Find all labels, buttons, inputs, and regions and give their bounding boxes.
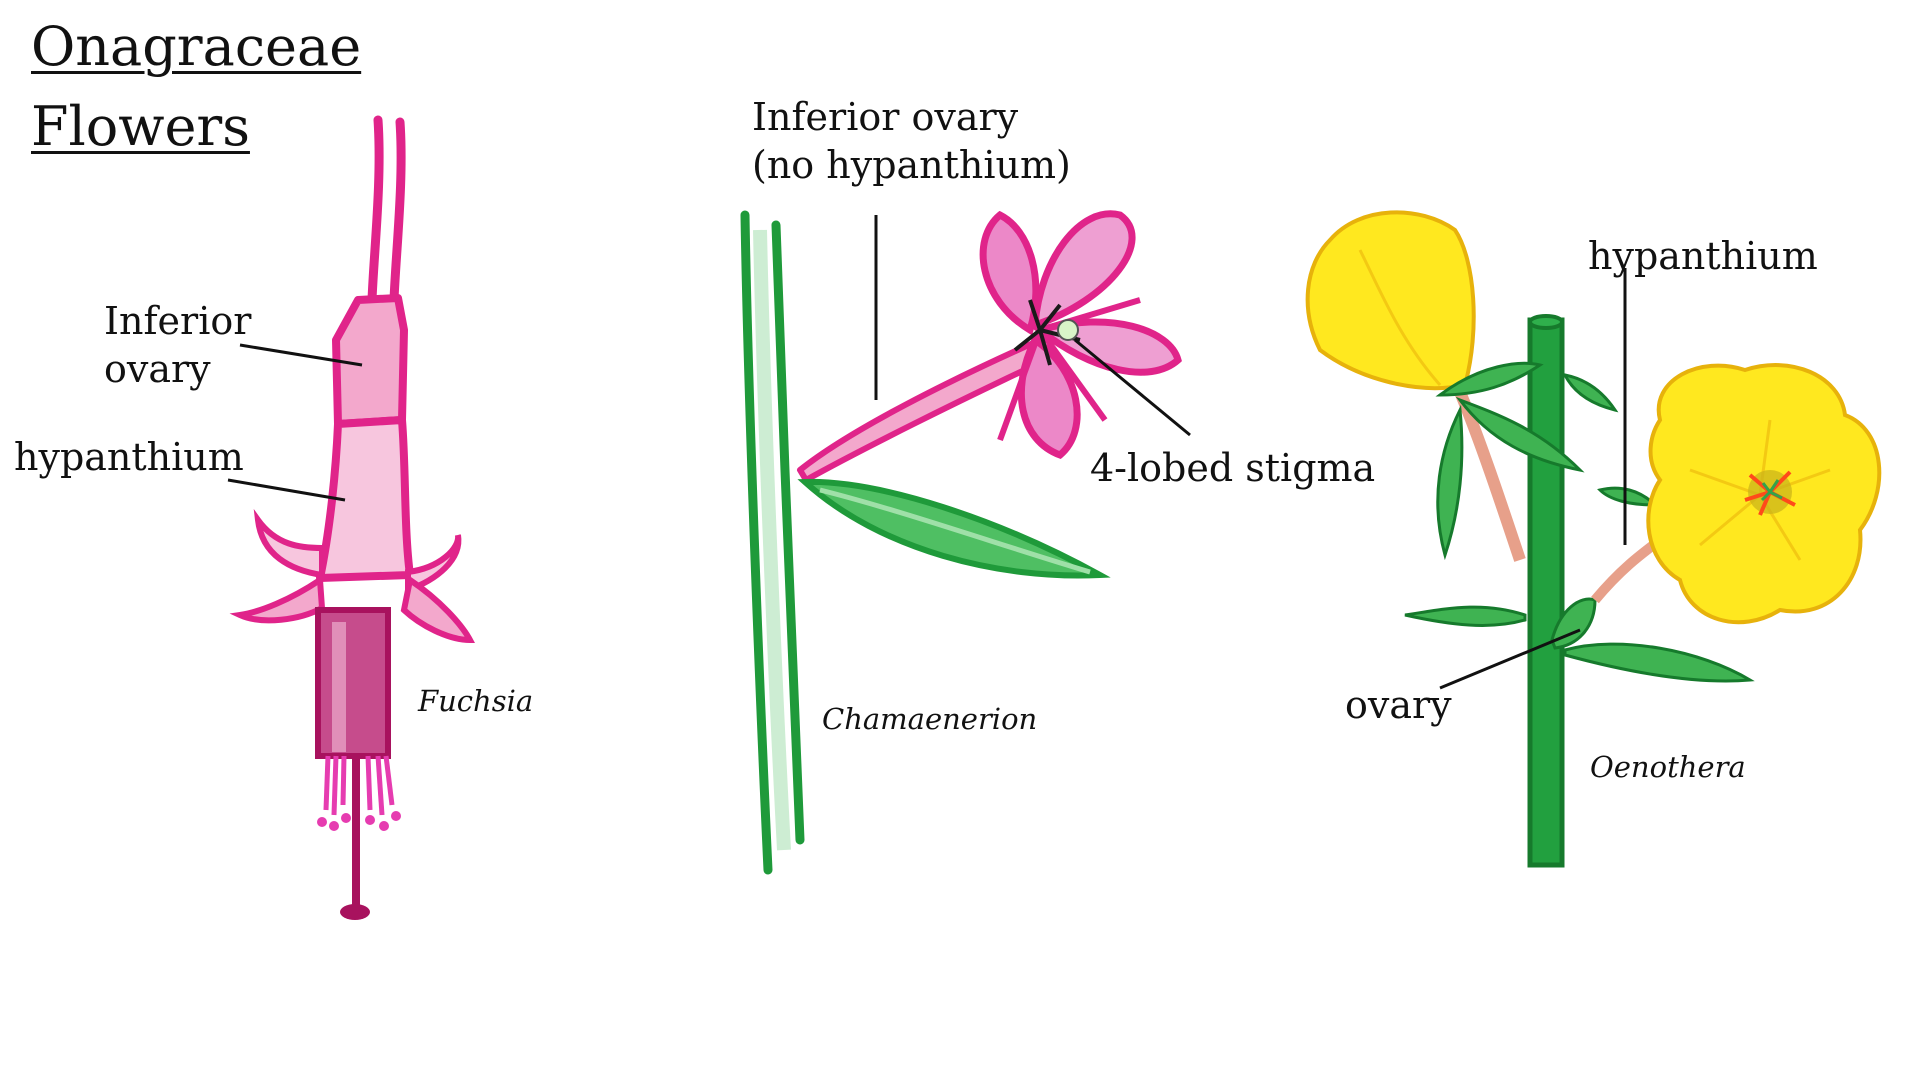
chamaenerion-stem-left (740, 210, 773, 875)
chamaenerion-sepal-2 (1039, 297, 1141, 333)
oenothera-leaf-1 (1435, 361, 1544, 397)
fuchsia-sepal-right-lower (400, 575, 476, 644)
page-title-line2: Flowers (31, 95, 250, 158)
chamaenerion-ovary-label-line1: Inferior ovary (752, 95, 1019, 139)
oenothera-leaf-6 (1404, 605, 1527, 627)
chamaenerion-petal-top-left (979, 210, 1040, 336)
chamaenerion-petal-top-right (1031, 210, 1136, 330)
oenothera-stem (1527, 317, 1565, 868)
oenothera-leaf-3 (1436, 404, 1464, 561)
chamaenerion-leaf-vein (819, 487, 1091, 575)
chamaenerion-plant (740, 210, 1191, 875)
chamaenerion-sepal-1 (997, 328, 1043, 442)
chamaenerion-stem-right (771, 220, 805, 845)
oenothera-petal-folds (1689, 419, 1831, 561)
chamaenerion-genus-label: Chamaenerion (822, 702, 1038, 736)
oenothera-flower-upper-fold (1358, 249, 1442, 386)
oenothera-flower-upper (1305, 210, 1476, 391)
oenothera-ovary-label: ovary (1345, 683, 1452, 727)
fuchsia-flower (227, 115, 476, 920)
oenothera-leaf-5 (1597, 486, 1659, 507)
fuchsia-stigma (340, 904, 370, 920)
chamaenerion-stigma (1057, 319, 1079, 341)
oenothera-leaf-2 (1455, 396, 1585, 473)
fuchsia-anthers (317, 811, 401, 831)
fuchsia-genus-label: Fuchsia (418, 684, 534, 718)
oenothera-genus-label: Oenothera (1590, 750, 1746, 784)
oenothera-leaf-7 (1563, 642, 1755, 683)
fuchsia-stamens (323, 755, 395, 816)
chamaenerion-stigma-label: 4-lobed stigma (1090, 446, 1376, 490)
fuchsia-ovary-leader (239, 343, 363, 367)
chamaenerion-stem-highlight (753, 229, 791, 851)
fuchsia-ovary-label-line1: Inferior (104, 299, 252, 343)
fuchsia-corolla-highlight (332, 622, 346, 752)
oenothera-plant (1305, 210, 1882, 868)
fuchsia-style-left (367, 115, 384, 305)
oenothera-ovary-leader (1439, 628, 1581, 690)
fuchsia-corolla (315, 607, 391, 759)
oenothera-lower-hypanthium (1591, 536, 1664, 604)
oenothera-stem-top (1528, 314, 1564, 330)
fuchsia-sepal-right-upper (405, 534, 462, 595)
page-title-line1: Onagraceae (31, 15, 362, 78)
oenothera-leaf-4 (1562, 372, 1619, 413)
fuchsia-sepal-left-upper (253, 508, 325, 579)
fuchsia-ovary-label-line2: ovary (104, 347, 211, 391)
fuchsia-style-right (389, 117, 406, 305)
chamaenerion-ovary-label-line2: (no hypanthium) (752, 143, 1071, 187)
chamaenerion-stigma-leader (1074, 338, 1191, 437)
chamaenerion-sepal-3 (1037, 328, 1108, 422)
fuchsia-hypanthium-label: hypanthium (14, 435, 244, 479)
oenothera-hypanthium-label: hypanthium (1588, 234, 1818, 278)
oenothera-stigma (1760, 479, 1783, 502)
fuchsia-sepal-left-lower (229, 574, 326, 624)
fuchsia-hypanthium-leader (227, 478, 346, 502)
